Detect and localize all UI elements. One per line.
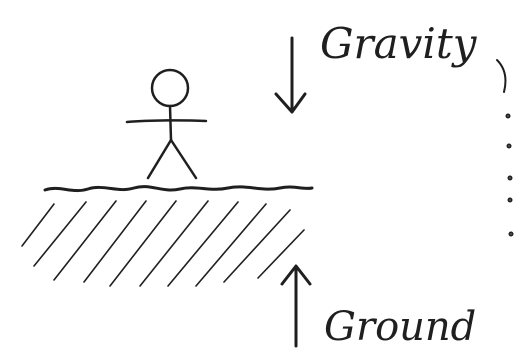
stick-figure (125, 68, 208, 180)
stick-figure-arms (125, 119, 208, 124)
ground-surface-line (43, 185, 314, 193)
stick-figure-right-leg (169, 138, 198, 180)
stick-figure-left-leg (146, 138, 173, 180)
gravity-label: Gravity (320, 19, 478, 68)
stick-figure-body (168, 104, 173, 142)
stick-figure-head (150, 68, 190, 108)
margin-marks (496, 59, 514, 237)
ground-hatching (21, 200, 305, 287)
gravity-arrow (274, 36, 307, 114)
ground-arrow (280, 264, 312, 348)
ground-label: Ground (324, 304, 476, 350)
